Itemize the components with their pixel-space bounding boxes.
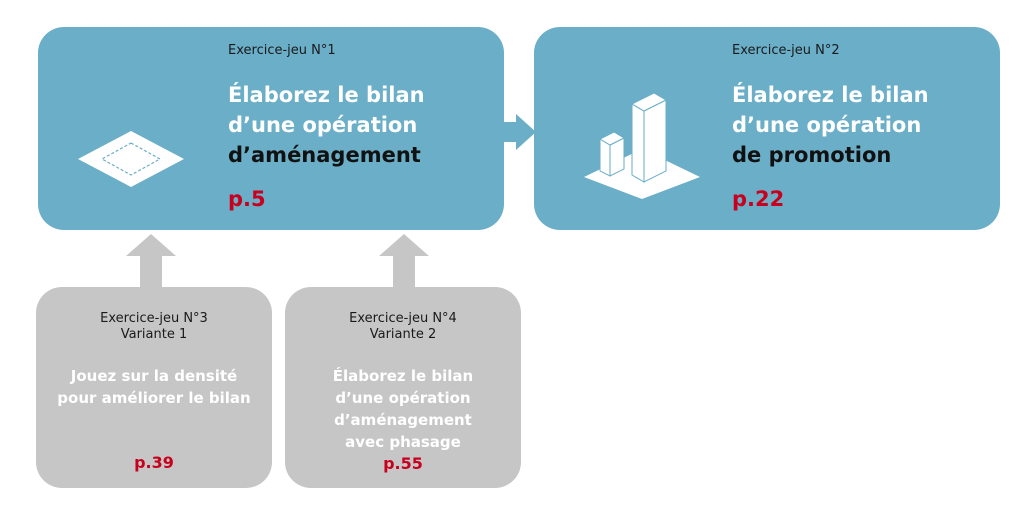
title-line-2: d’une opération — [228, 113, 418, 137]
page-reference: p.22 — [732, 187, 785, 211]
arrow-up-card3-to-card1 — [126, 234, 176, 290]
title-line-1: Élaborez le bilan — [732, 83, 929, 107]
title-line-1: Élaborez le bilan — [228, 83, 425, 107]
label-line-1: Exercice-jeu N°3 — [100, 311, 208, 326]
label-line-2: Variante 1 — [120, 327, 188, 342]
exercise-label: Exercice-jeu N°2 — [732, 43, 840, 58]
page-reference: p.5 — [228, 187, 266, 211]
page-reference: p.55 — [383, 454, 423, 473]
exercise-label: Exercice-jeu N°1 — [228, 43, 336, 58]
exercise-title: Jouez sur la densité pour améliorer le b… — [36, 365, 272, 409]
title-line-2: pour améliorer le bilan — [57, 389, 251, 407]
exercise-title: Élaborez le bilan d’une opération de pro… — [732, 80, 929, 170]
label-line-2: Variante 2 — [369, 327, 437, 342]
arrow-right-card1-to-card2 — [500, 114, 536, 150]
title-line-3: d’aménagement — [228, 143, 421, 167]
title-line-2: d’une opération — [335, 389, 471, 407]
exercise-label: Exercice-jeu N°4 Variante 2 — [285, 311, 521, 343]
flat-plot-icon — [78, 131, 184, 187]
title-line-1: Jouez sur la densité — [70, 367, 238, 385]
label-line-1: Exercice-jeu N°4 — [349, 311, 457, 326]
card-exercise-2: Exercice-jeu N°2 Élaborez le bilan d’une… — [534, 27, 1000, 230]
title-line-3: d’aménagement — [334, 411, 472, 429]
title-line-2: d’une opération — [732, 113, 922, 137]
title-line-1: Élaborez le bilan — [332, 367, 474, 385]
exercise-title: Élaborez le bilan d’une opération d’amén… — [285, 365, 521, 453]
card-exercise-4: Exercice-jeu N°4 Variante 2 Élaborez le … — [285, 287, 521, 488]
page-reference: p.39 — [134, 453, 174, 472]
title-line-4: avec phasage — [345, 433, 461, 451]
arrow-up-card4-to-card1 — [379, 234, 429, 290]
exercise-label: Exercice-jeu N°3 Variante 1 — [36, 311, 272, 343]
title-line-3: de promotion — [732, 143, 892, 167]
buildings-icon — [584, 92, 700, 199]
exercise-title: Élaborez le bilan d’une opération d’amén… — [228, 80, 425, 170]
card-exercise-1: Exercice-jeu N°1 Élaborez le bilan d’une… — [38, 27, 504, 230]
card-exercise-3: Exercice-jeu N°3 Variante 1 Jouez sur la… — [36, 287, 272, 488]
